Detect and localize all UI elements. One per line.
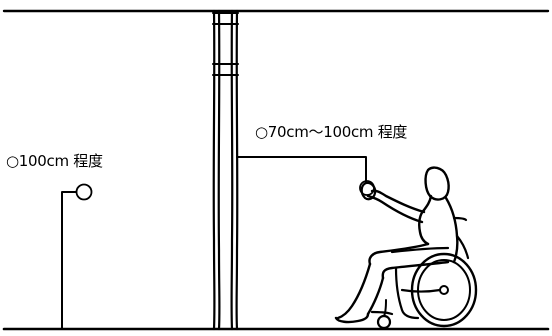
wheelchair-user-figure bbox=[334, 166, 478, 330]
label-switch-height-wheelchair: ○70cm～100cm 程度 bbox=[255, 123, 408, 141]
switch-wheelchair-leader bbox=[236, 156, 367, 184]
pillar bbox=[212, 9, 239, 331]
label-switch-height-low: ○100cm 程度 bbox=[6, 152, 103, 170]
switch-low-marker bbox=[61, 183, 93, 330]
switch-low-icon bbox=[75, 183, 93, 201]
